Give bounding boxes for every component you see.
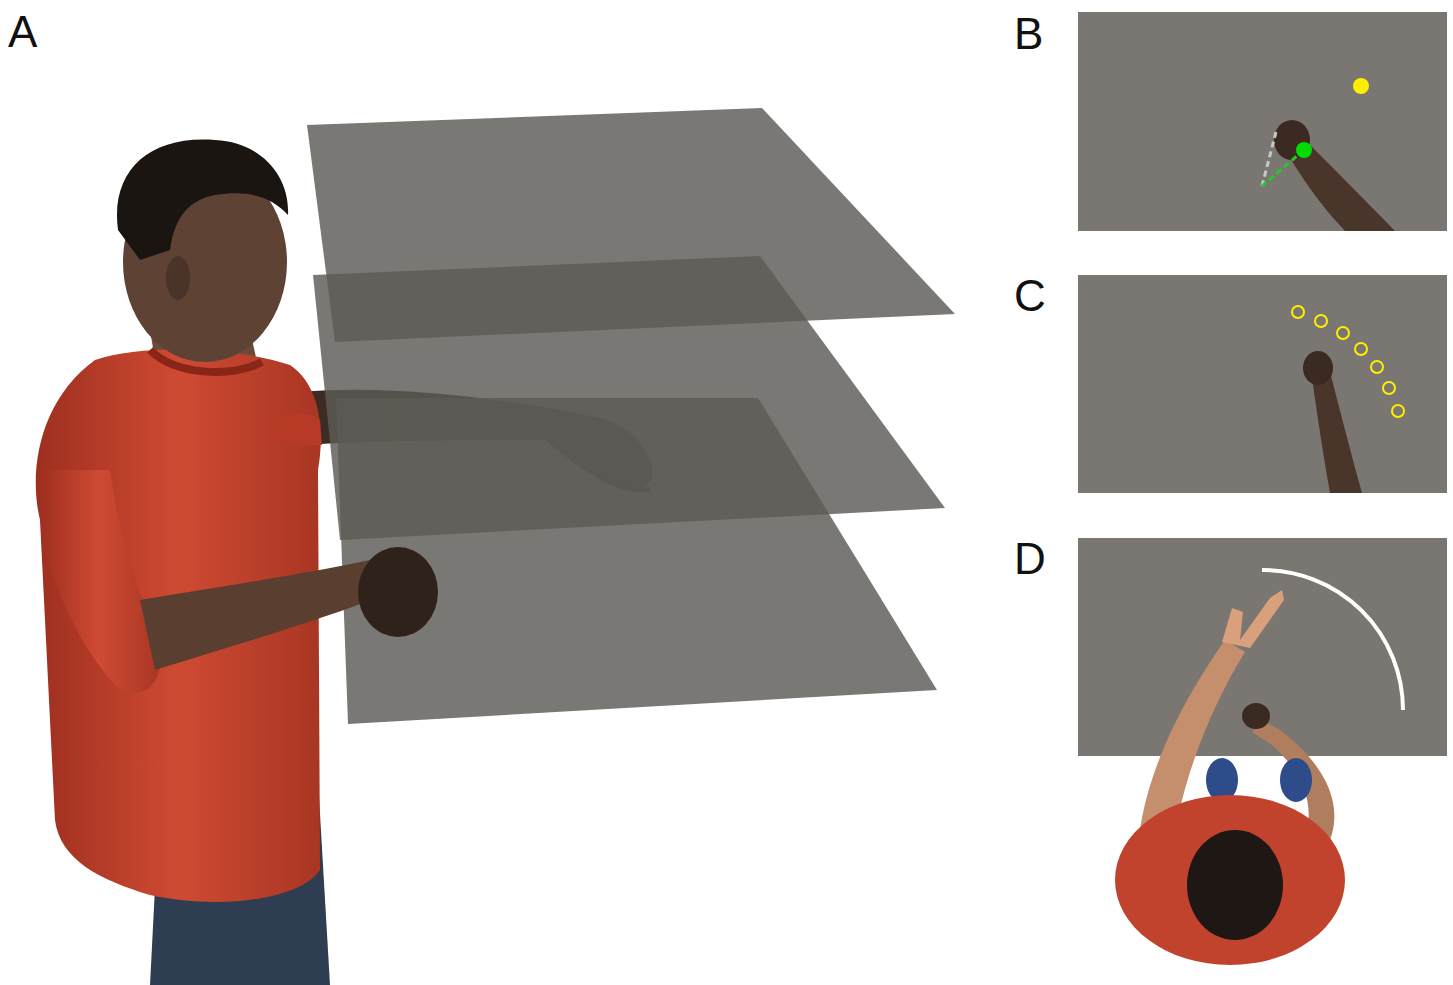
panel-c-background [1078, 275, 1447, 493]
panel-label: D [1014, 537, 1046, 581]
shoe [1280, 758, 1312, 802]
cursor-direction-line [1262, 150, 1304, 186]
target-circle [1292, 306, 1304, 318]
target-circle [1315, 315, 1327, 327]
cursor-dot [1296, 142, 1312, 158]
target-dot [1353, 78, 1369, 94]
left-fist [358, 547, 438, 637]
finger-direction-line [1262, 132, 1276, 186]
left-forearm [140, 560, 385, 670]
panel-label: C [1014, 274, 1046, 318]
target-ring [1292, 306, 1404, 417]
panel-label: B [1014, 12, 1043, 56]
pointing-hand [1222, 590, 1284, 648]
ear [166, 256, 190, 300]
panel-b-background [1078, 12, 1447, 231]
panel-d-background [1078, 538, 1447, 756]
arm-top-view [1285, 140, 1395, 231]
hair [117, 140, 288, 260]
head-top-view [1187, 830, 1283, 940]
panel-label: A [8, 10, 37, 54]
target-circle [1392, 405, 1404, 417]
hand-top-view [1303, 351, 1333, 385]
bottom-plane [336, 398, 937, 724]
arc-guide [1262, 570, 1403, 710]
target-circle [1383, 382, 1395, 394]
right-sleeve [270, 413, 322, 445]
left-sleeve [38, 470, 160, 693]
target-circle [1337, 327, 1349, 339]
arm-top-view [1312, 372, 1362, 493]
target-circle [1355, 343, 1367, 355]
target-circle [1371, 361, 1383, 373]
fist-top-view [1242, 703, 1270, 729]
shoulders-top-view [1115, 795, 1345, 965]
